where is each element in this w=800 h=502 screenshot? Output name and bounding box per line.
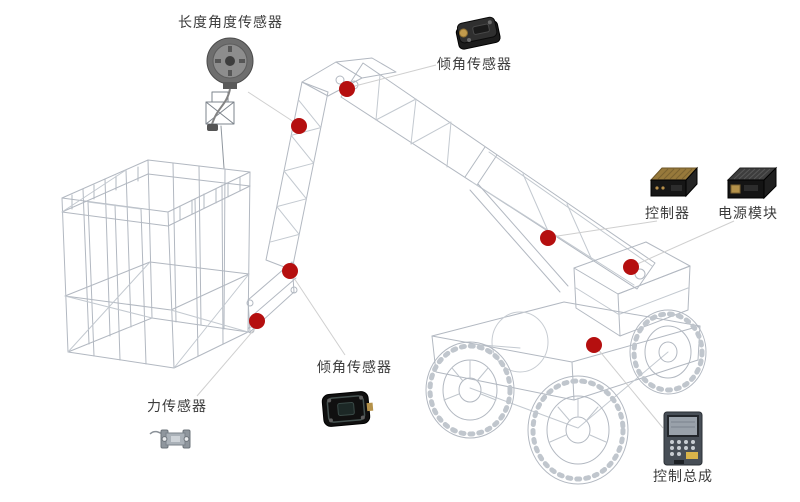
length-angle-sensor-image (196, 34, 260, 144)
marker-force-sensor (249, 313, 265, 329)
marker-tilt-sensor-bottom (282, 263, 298, 279)
machine-wireframe (61, 57, 707, 485)
leader-force (196, 323, 260, 397)
wheel-right (629, 309, 707, 395)
turret (573, 241, 691, 337)
wheel-front-center (527, 375, 629, 485)
sensor-markers (249, 81, 639, 353)
force-sensor-image (146, 422, 196, 456)
controller-image (645, 164, 701, 204)
label-length-angle-sensor: 长度角度传感器 (178, 14, 283, 30)
leader-lines (196, 64, 735, 429)
label-tilt-sensor-bottom: 倾角传感器 (317, 359, 392, 375)
tilt-sensor-icon (321, 391, 374, 427)
cable-reel-icon (206, 37, 254, 131)
power-module-icon (726, 166, 778, 200)
control-assembly-image (660, 410, 706, 468)
leader-tilt-top (350, 64, 437, 88)
leader-control-assembly (596, 347, 664, 429)
label-power-module: 电源模块 (718, 205, 778, 221)
leader-tilt-bottom (291, 274, 346, 356)
lift-cylinder (469, 183, 569, 293)
label-control-assembly: 控制总成 (653, 468, 713, 484)
marker-length-angle-sensor (291, 118, 307, 134)
marker-power-module (623, 259, 639, 275)
power-module-image (724, 162, 780, 204)
controller-icon (649, 166, 699, 198)
leader-controller (550, 220, 658, 238)
wheels (425, 309, 707, 485)
telescopic-boom (340, 62, 656, 290)
load-cell-icon (149, 429, 191, 449)
basket-cage (61, 91, 251, 369)
tilt-sensor-icon (455, 16, 501, 50)
label-tilt-sensor-top: 倾角传感器 (437, 56, 512, 72)
label-force-sensor: 力传感器 (147, 398, 207, 414)
marker-controller (540, 230, 556, 246)
control-panel-icon (663, 411, 703, 466)
tilt-sensor-bottom-image (318, 386, 376, 432)
wheel-left (425, 341, 515, 439)
leader-power-module (634, 220, 735, 266)
leader-length-angle (247, 91, 298, 125)
marker-tilt-sensor-top (339, 81, 355, 97)
wheel-rear-hidden (491, 311, 549, 373)
label-controller: 控制器 (645, 205, 690, 221)
tilt-sensor-top-image (450, 12, 506, 56)
marker-control-assembly (586, 337, 602, 353)
